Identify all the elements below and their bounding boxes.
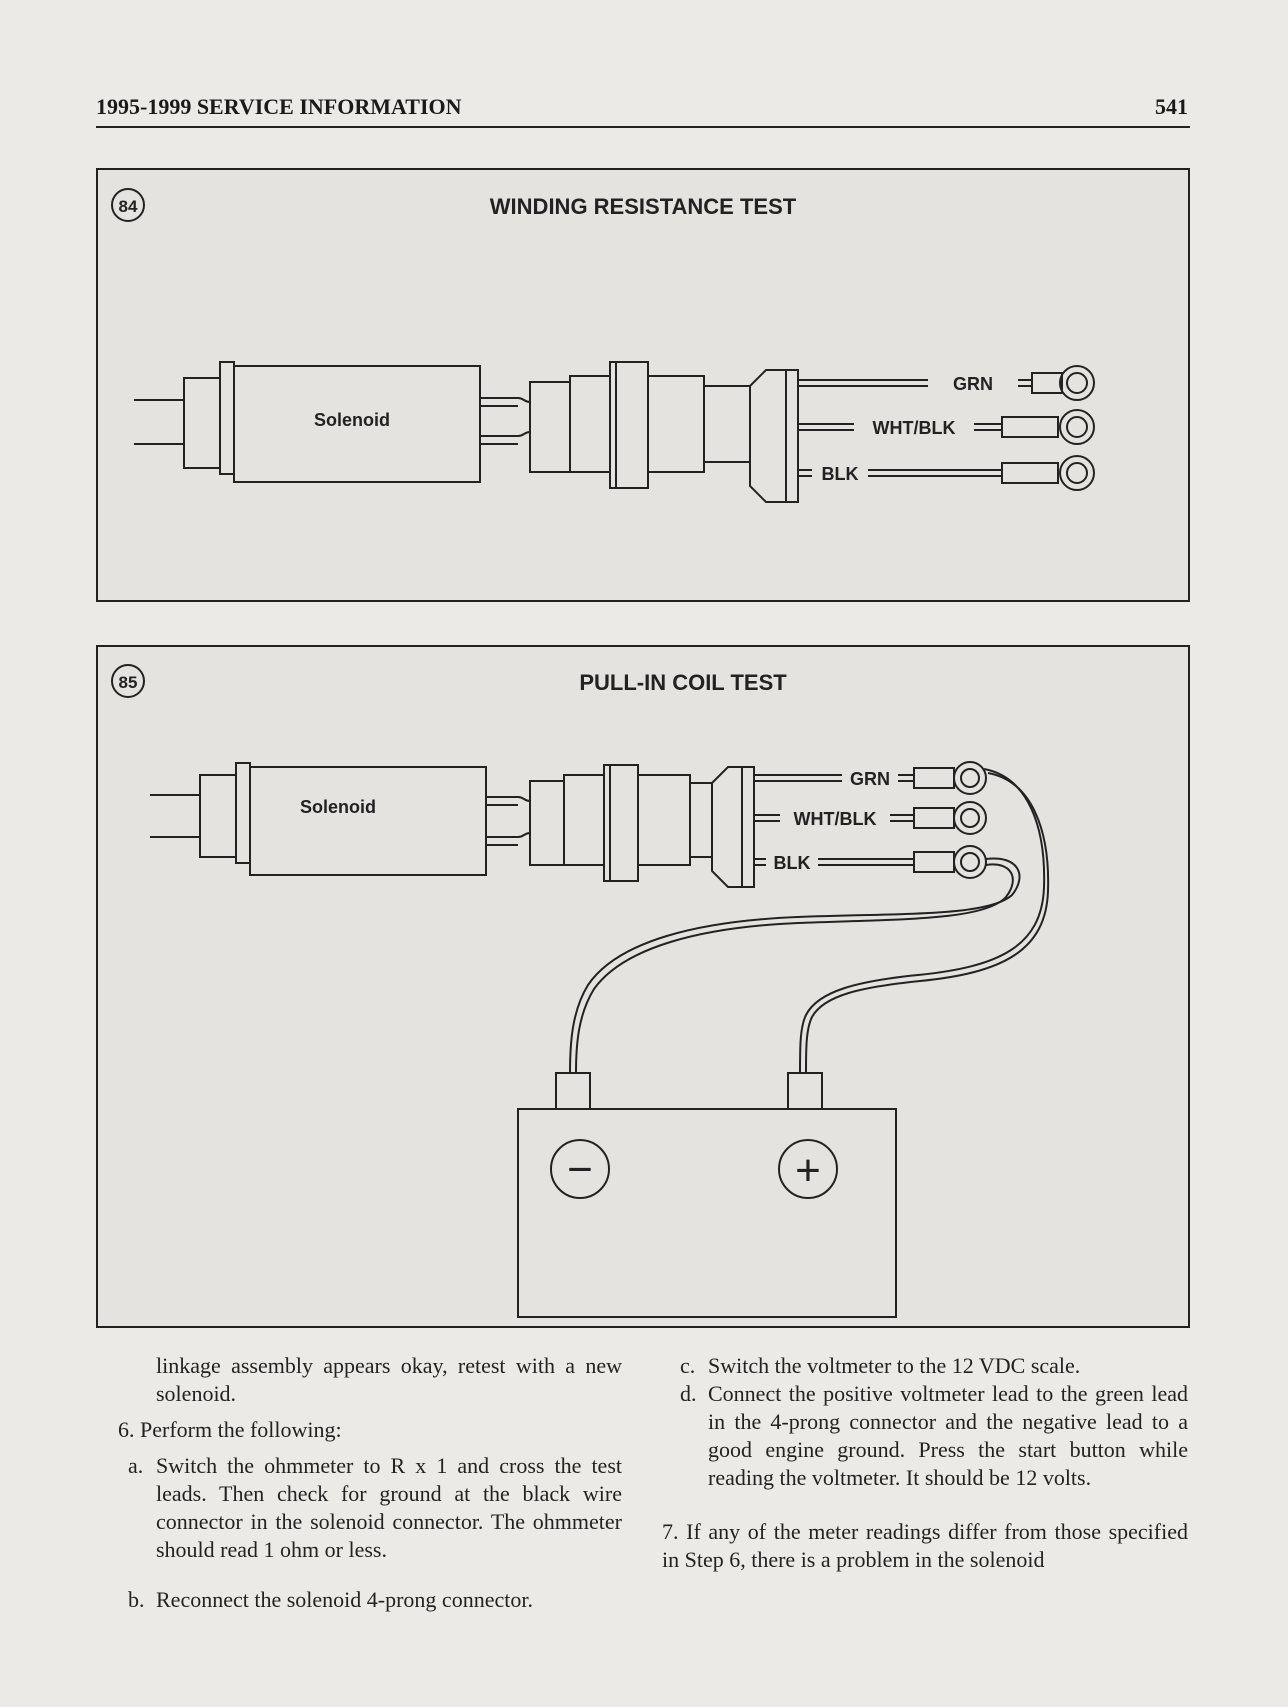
figure-number-circle xyxy=(111,188,145,222)
left-plug xyxy=(199,774,237,858)
battery-positive-label: + xyxy=(795,1146,821,1195)
winding-resistance-diagram: 84 WINDING RESISTANCE TEST Solenoid GRN … xyxy=(111,188,1095,503)
step-6c-text: Switch the voltmeter to the 12 VDC scale… xyxy=(708,1353,1081,1378)
header-title: 1995-1999 SERVICE INFORMATION xyxy=(96,94,462,119)
ring-terminal-blk xyxy=(953,845,987,879)
step-6d: d. Connect the positive voltmeter lead t… xyxy=(662,1380,1188,1492)
page-header: 1995-1999 SERVICE INFORMATION 541 xyxy=(96,92,1190,128)
ring-terminal-grn xyxy=(953,761,987,795)
continuation-paragraph: linkage assembly appears okay, retest wi… xyxy=(156,1353,622,1406)
figure-title: PULL-IN COIL TEST xyxy=(579,670,787,695)
step-6b-text: Reconnect the solenoid 4-prong connector… xyxy=(156,1587,533,1612)
battery-negative-label: − xyxy=(567,1145,593,1194)
test-lead-negative xyxy=(569,857,1021,1074)
left-plug xyxy=(183,377,221,469)
left-plug-flange xyxy=(219,361,235,475)
wire-label-wht-blk: WHT/BLK xyxy=(873,418,956,438)
terminal-block xyxy=(711,766,755,888)
solenoid-body xyxy=(249,766,487,876)
step-6c-label: c. xyxy=(680,1353,696,1378)
battery-terminal-negative xyxy=(555,1072,591,1110)
battery-body xyxy=(517,1108,897,1318)
step-6a-label: a. xyxy=(128,1453,144,1478)
solenoid-label: Solenoid xyxy=(314,410,390,430)
text-column-left: linkage assembly appears okay, retest wi… xyxy=(110,1352,622,1614)
figure-pull-in-coil-test: 85 PULL-IN COIL TEST Solenoid GRN WHT/BL… xyxy=(96,645,1190,1328)
step-6b-label: b. xyxy=(128,1587,145,1612)
step-6a-text: Switch the ohmmeter to R x 1 and cross t… xyxy=(156,1453,622,1562)
battery-positive-symbol xyxy=(778,1139,838,1199)
figure-number: 85 xyxy=(119,673,138,692)
figure-winding-resistance-test: 84 WINDING RESISTANCE TEST Solenoid GRN … xyxy=(96,168,1190,602)
solenoid-body xyxy=(233,365,481,483)
ring-terminal-grn xyxy=(1059,365,1095,401)
step-6d-text: Connect the positive voltmeter lead to t… xyxy=(708,1381,1188,1490)
page-number: 541 xyxy=(1155,94,1188,119)
connector-housing xyxy=(529,381,571,473)
wire-label-blk: BLK xyxy=(774,853,811,873)
step-6b: b. Reconnect the solenoid 4-prong connec… xyxy=(110,1586,622,1614)
ring-terminal-blk xyxy=(1059,455,1095,491)
step-6c: c. Switch the voltmeter to the 12 VDC sc… xyxy=(662,1352,1188,1380)
ring-terminal-wht-blk xyxy=(953,801,987,835)
step-6a: a. Switch the ohmmeter to R x 1 and cros… xyxy=(110,1452,622,1564)
test-lead-positive xyxy=(799,768,1046,1074)
battery-terminal-positive xyxy=(787,1072,823,1110)
text-column-right: c. Switch the voltmeter to the 12 VDC sc… xyxy=(662,1352,1188,1574)
wire-label-wht-blk: WHT/BLK xyxy=(794,809,877,829)
wire-label-grn: GRN xyxy=(953,374,993,394)
connector-housing xyxy=(529,780,565,866)
solenoid-label: Solenoid xyxy=(300,797,376,817)
figure-title: WINDING RESISTANCE TEST xyxy=(490,194,797,219)
ring-terminal-wht-blk xyxy=(1059,409,1095,445)
figure-number: 84 xyxy=(119,197,138,216)
wire-label-blk: BLK xyxy=(822,464,859,484)
step-6d-label: d. xyxy=(680,1381,697,1406)
pull-in-coil-diagram: 85 PULL-IN COIL TEST Solenoid GRN WHT/BL… xyxy=(111,664,1050,1318)
terminal-block xyxy=(749,369,799,503)
step-7: 7. If any of the meter readings differ f… xyxy=(662,1519,1188,1572)
battery-negative-symbol xyxy=(550,1139,610,1199)
figure-number-circle xyxy=(111,664,145,698)
wire-label-grn: GRN xyxy=(850,769,890,789)
step-6: 6. Perform the following: xyxy=(118,1417,342,1442)
